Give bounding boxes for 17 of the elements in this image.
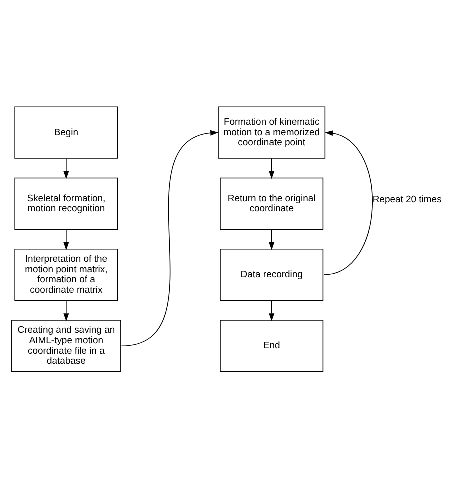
arrow [324, 130, 373, 276]
arrow [64, 158, 70, 180]
edge-label: Repeat 20 times [372, 194, 442, 206]
arrow [269, 158, 275, 180]
arrow [269, 300, 275, 322]
arrow [64, 229, 70, 250]
node-box: Interpretation of the motion point matrix, formation of a coordinate matrix [14, 248, 118, 302]
arrow [64, 300, 70, 322]
node-box: Formation of kinematic motion to a memorized coordinate point [218, 106, 326, 159]
node-box: Skeletal formation, motion recognition [14, 178, 118, 230]
arrow [269, 229, 275, 250]
node-box: End [220, 320, 324, 372]
arrow [121, 130, 219, 347]
node-box: Begin [14, 106, 118, 159]
node-box: Data recording [220, 248, 324, 302]
node-box: Return to the original coordinate [220, 178, 324, 230]
node-box: Creating and saving an AIML-type motion coordinate file in a database [12, 320, 122, 372]
